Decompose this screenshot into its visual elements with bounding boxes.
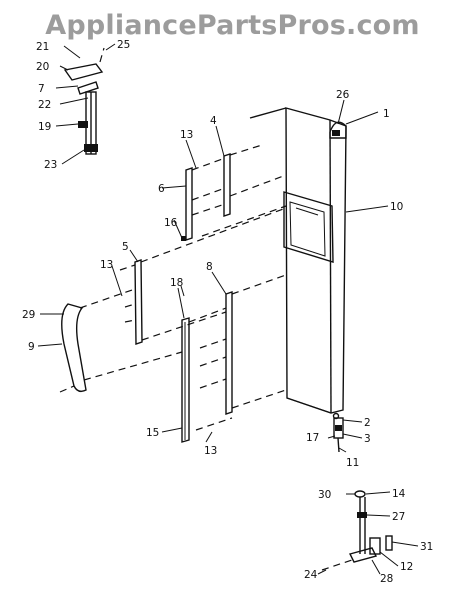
label-10: 10 <box>390 201 403 213</box>
label-2: 2 <box>364 417 371 429</box>
label-13-top: 13 <box>180 129 193 141</box>
label-8: 8 <box>206 261 213 273</box>
rail-lower <box>181 274 287 443</box>
label-9: 9 <box>28 341 35 353</box>
label-5: 5 <box>122 241 129 253</box>
label-16: 16 <box>164 217 178 229</box>
label-13-middle: 13 <box>100 259 113 271</box>
label-28: 28 <box>380 573 393 585</box>
label-18: 18 <box>170 277 183 289</box>
top-hinge <box>329 121 347 139</box>
label-11: 11 <box>346 457 359 469</box>
label-31: 31 <box>420 541 433 553</box>
bottom-hinge <box>332 412 344 453</box>
label-19: 19 <box>38 121 51 133</box>
label-17: 17 <box>306 432 319 444</box>
dispenser-recess <box>283 191 334 263</box>
upper-hinge-parts <box>63 43 116 155</box>
watermark-text: AppliancePartsPros.com <box>45 10 420 41</box>
rail-middle-left <box>119 207 287 345</box>
label-12: 12 <box>400 561 413 573</box>
label-1: 1 <box>383 108 390 120</box>
lower-hinge-assembly <box>321 490 393 571</box>
leader-lines <box>37 45 419 575</box>
door-bin-left <box>59 289 183 393</box>
label-27: 27 <box>392 511 405 523</box>
label-3: 3 <box>364 433 371 445</box>
label-29: 29 <box>22 309 35 321</box>
label-20: 20 <box>36 61 49 73</box>
label-7: 7 <box>38 83 45 95</box>
label-14: 14 <box>392 488 406 500</box>
label-24: 24 <box>304 569 318 581</box>
label-21: 21 <box>36 41 49 53</box>
label-26: 26 <box>336 89 350 101</box>
door-panel <box>249 107 347 414</box>
label-25: 25 <box>117 39 130 51</box>
label-6: 6 <box>158 183 165 195</box>
part-labels: 1 26 10 2 3 17 11 14 30 27 31 12 28 24 2… <box>22 39 433 585</box>
label-23: 23 <box>44 159 57 171</box>
rail-upper-right <box>185 144 287 241</box>
label-13-bottom: 13 <box>204 445 217 457</box>
label-15: 15 <box>146 427 159 439</box>
label-4: 4 <box>210 115 217 127</box>
label-30: 30 <box>318 489 331 501</box>
label-22: 22 <box>38 99 51 111</box>
screws <box>180 236 186 297</box>
